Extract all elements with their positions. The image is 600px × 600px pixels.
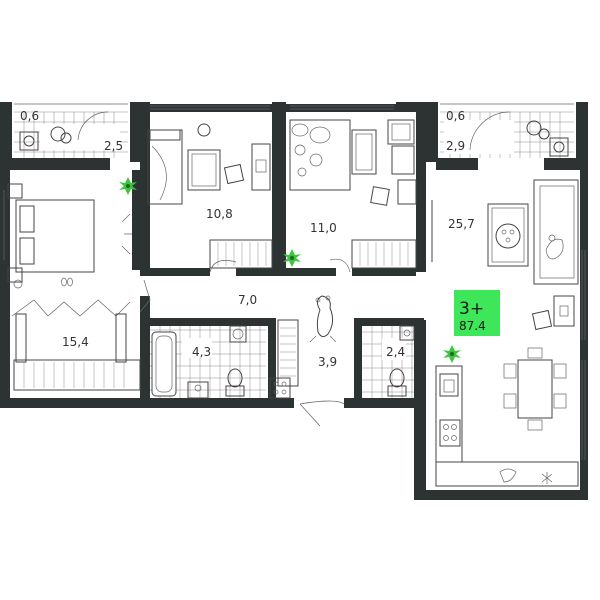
sink-icon — [187, 381, 209, 399]
desk-icon — [397, 179, 417, 205]
area-balcony-left-b: 2,5 — [104, 139, 123, 153]
bathtub-icon — [387, 119, 415, 145]
sink-icon — [399, 325, 415, 341]
living-kitchen — [431, 179, 579, 487]
bedroom-3 — [289, 119, 417, 273]
cat-icon — [545, 234, 564, 260]
bedroom-2 — [147, 123, 273, 273]
chair-icon — [223, 163, 245, 185]
windows — [3, 103, 586, 460]
bed-icon — [7, 183, 95, 283]
rug-icon — [487, 203, 529, 267]
rug-icon — [351, 129, 377, 175]
corridor — [269, 295, 345, 427]
bathtub-icon — [151, 331, 177, 397]
area-hall: 3,9 — [318, 355, 337, 369]
socket-icon — [13, 279, 23, 289]
area-master-bedroom: 15,4 — [62, 335, 89, 349]
area-balcony-right-b: 2,9 — [446, 139, 465, 153]
walls — [0, 102, 588, 500]
toilet-icon — [387, 368, 407, 397]
toilet-icon — [225, 368, 245, 397]
master-bedroom — [7, 183, 151, 391]
bathroom — [150, 325, 266, 399]
desk-icon — [553, 295, 575, 327]
balcony-left — [14, 111, 128, 158]
potted-plant-icon — [443, 345, 461, 363]
armchair-icon — [531, 309, 553, 331]
balcony-right — [440, 111, 574, 158]
washing-machine-icon — [19, 131, 39, 151]
sink-icon — [439, 373, 459, 397]
sofa-icon — [533, 179, 579, 285]
slippers-icon — [61, 277, 73, 287]
washing-machine-icon — [549, 137, 569, 157]
area-bedroom-2: 10,8 — [206, 207, 233, 221]
area-badge-background — [454, 290, 500, 336]
desk-icon — [251, 143, 271, 191]
chair-icon — [370, 186, 390, 206]
potted-plant-icon — [283, 249, 301, 267]
dining-table-icon — [503, 347, 567, 431]
rooms-count: 3+ — [459, 299, 484, 319]
total-area: 87.4 — [459, 319, 486, 333]
potted-plant-icon — [119, 177, 137, 195]
rug-icon — [187, 149, 221, 191]
area-bathroom: 4,3 — [192, 345, 211, 359]
fruit-bowl-icon — [499, 468, 517, 483]
area-labels: 0,6 2,5 10,8 11,0 0,6 2,9 25,7 15,4 7,0 … — [20, 109, 475, 369]
area-bedroom-3: 11,0 — [310, 221, 337, 235]
wardrobe-icon — [277, 319, 299, 387]
laundry-icon — [526, 120, 550, 140]
bed-icon — [147, 129, 183, 205]
area-living-kitchen: 25,7 — [448, 217, 475, 231]
stove-icon — [269, 377, 291, 399]
area-badge: 3+ 87.4 — [454, 290, 500, 336]
washing-machine-icon — [229, 325, 247, 343]
area-corridor: 7,0 — [238, 293, 257, 307]
bed-icon — [289, 119, 351, 191]
toilet-room — [362, 325, 415, 398]
fan-icon — [541, 472, 553, 484]
desk-icon — [391, 145, 415, 175]
dog-icon — [309, 295, 337, 343]
washing-machine-icon — [197, 123, 211, 137]
laundry-icon — [50, 126, 72, 144]
stove-icon — [439, 419, 461, 447]
area-balcony-right-a: 0,6 — [446, 109, 465, 123]
area-toilet: 2,4 — [386, 345, 405, 359]
area-balcony-left-a: 0,6 — [20, 109, 39, 123]
